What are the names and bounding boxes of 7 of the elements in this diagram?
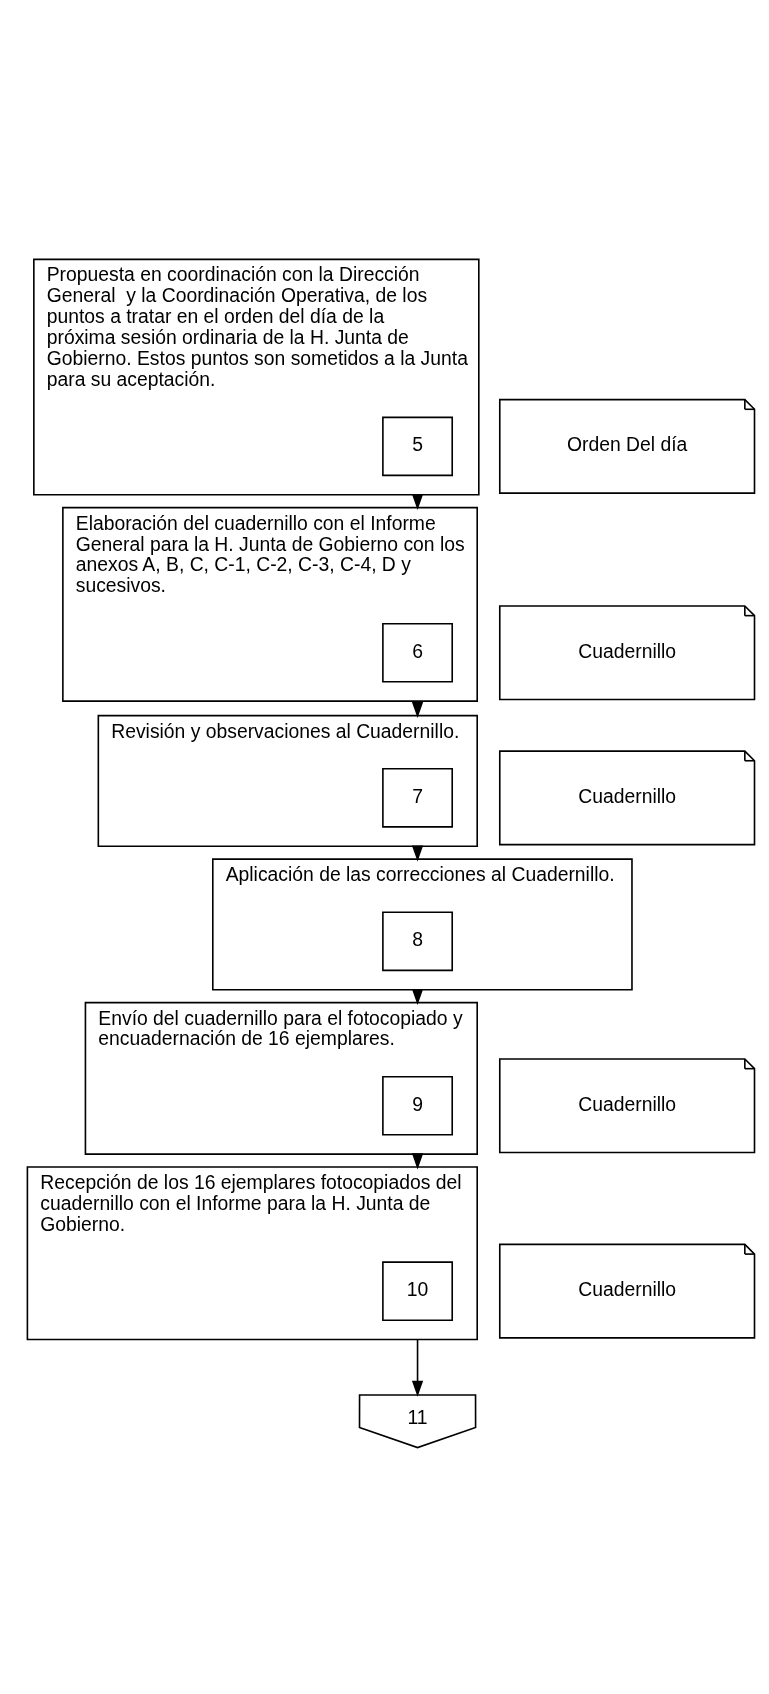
node-box: 7 xyxy=(382,768,453,828)
node-box: 6 xyxy=(382,622,453,683)
node-box: 9 xyxy=(382,1075,453,1136)
node-box: 8 xyxy=(382,911,453,972)
arrow xyxy=(411,1338,424,1397)
node-box: 5 xyxy=(382,416,453,477)
node-box: 10 xyxy=(382,1261,453,1321)
